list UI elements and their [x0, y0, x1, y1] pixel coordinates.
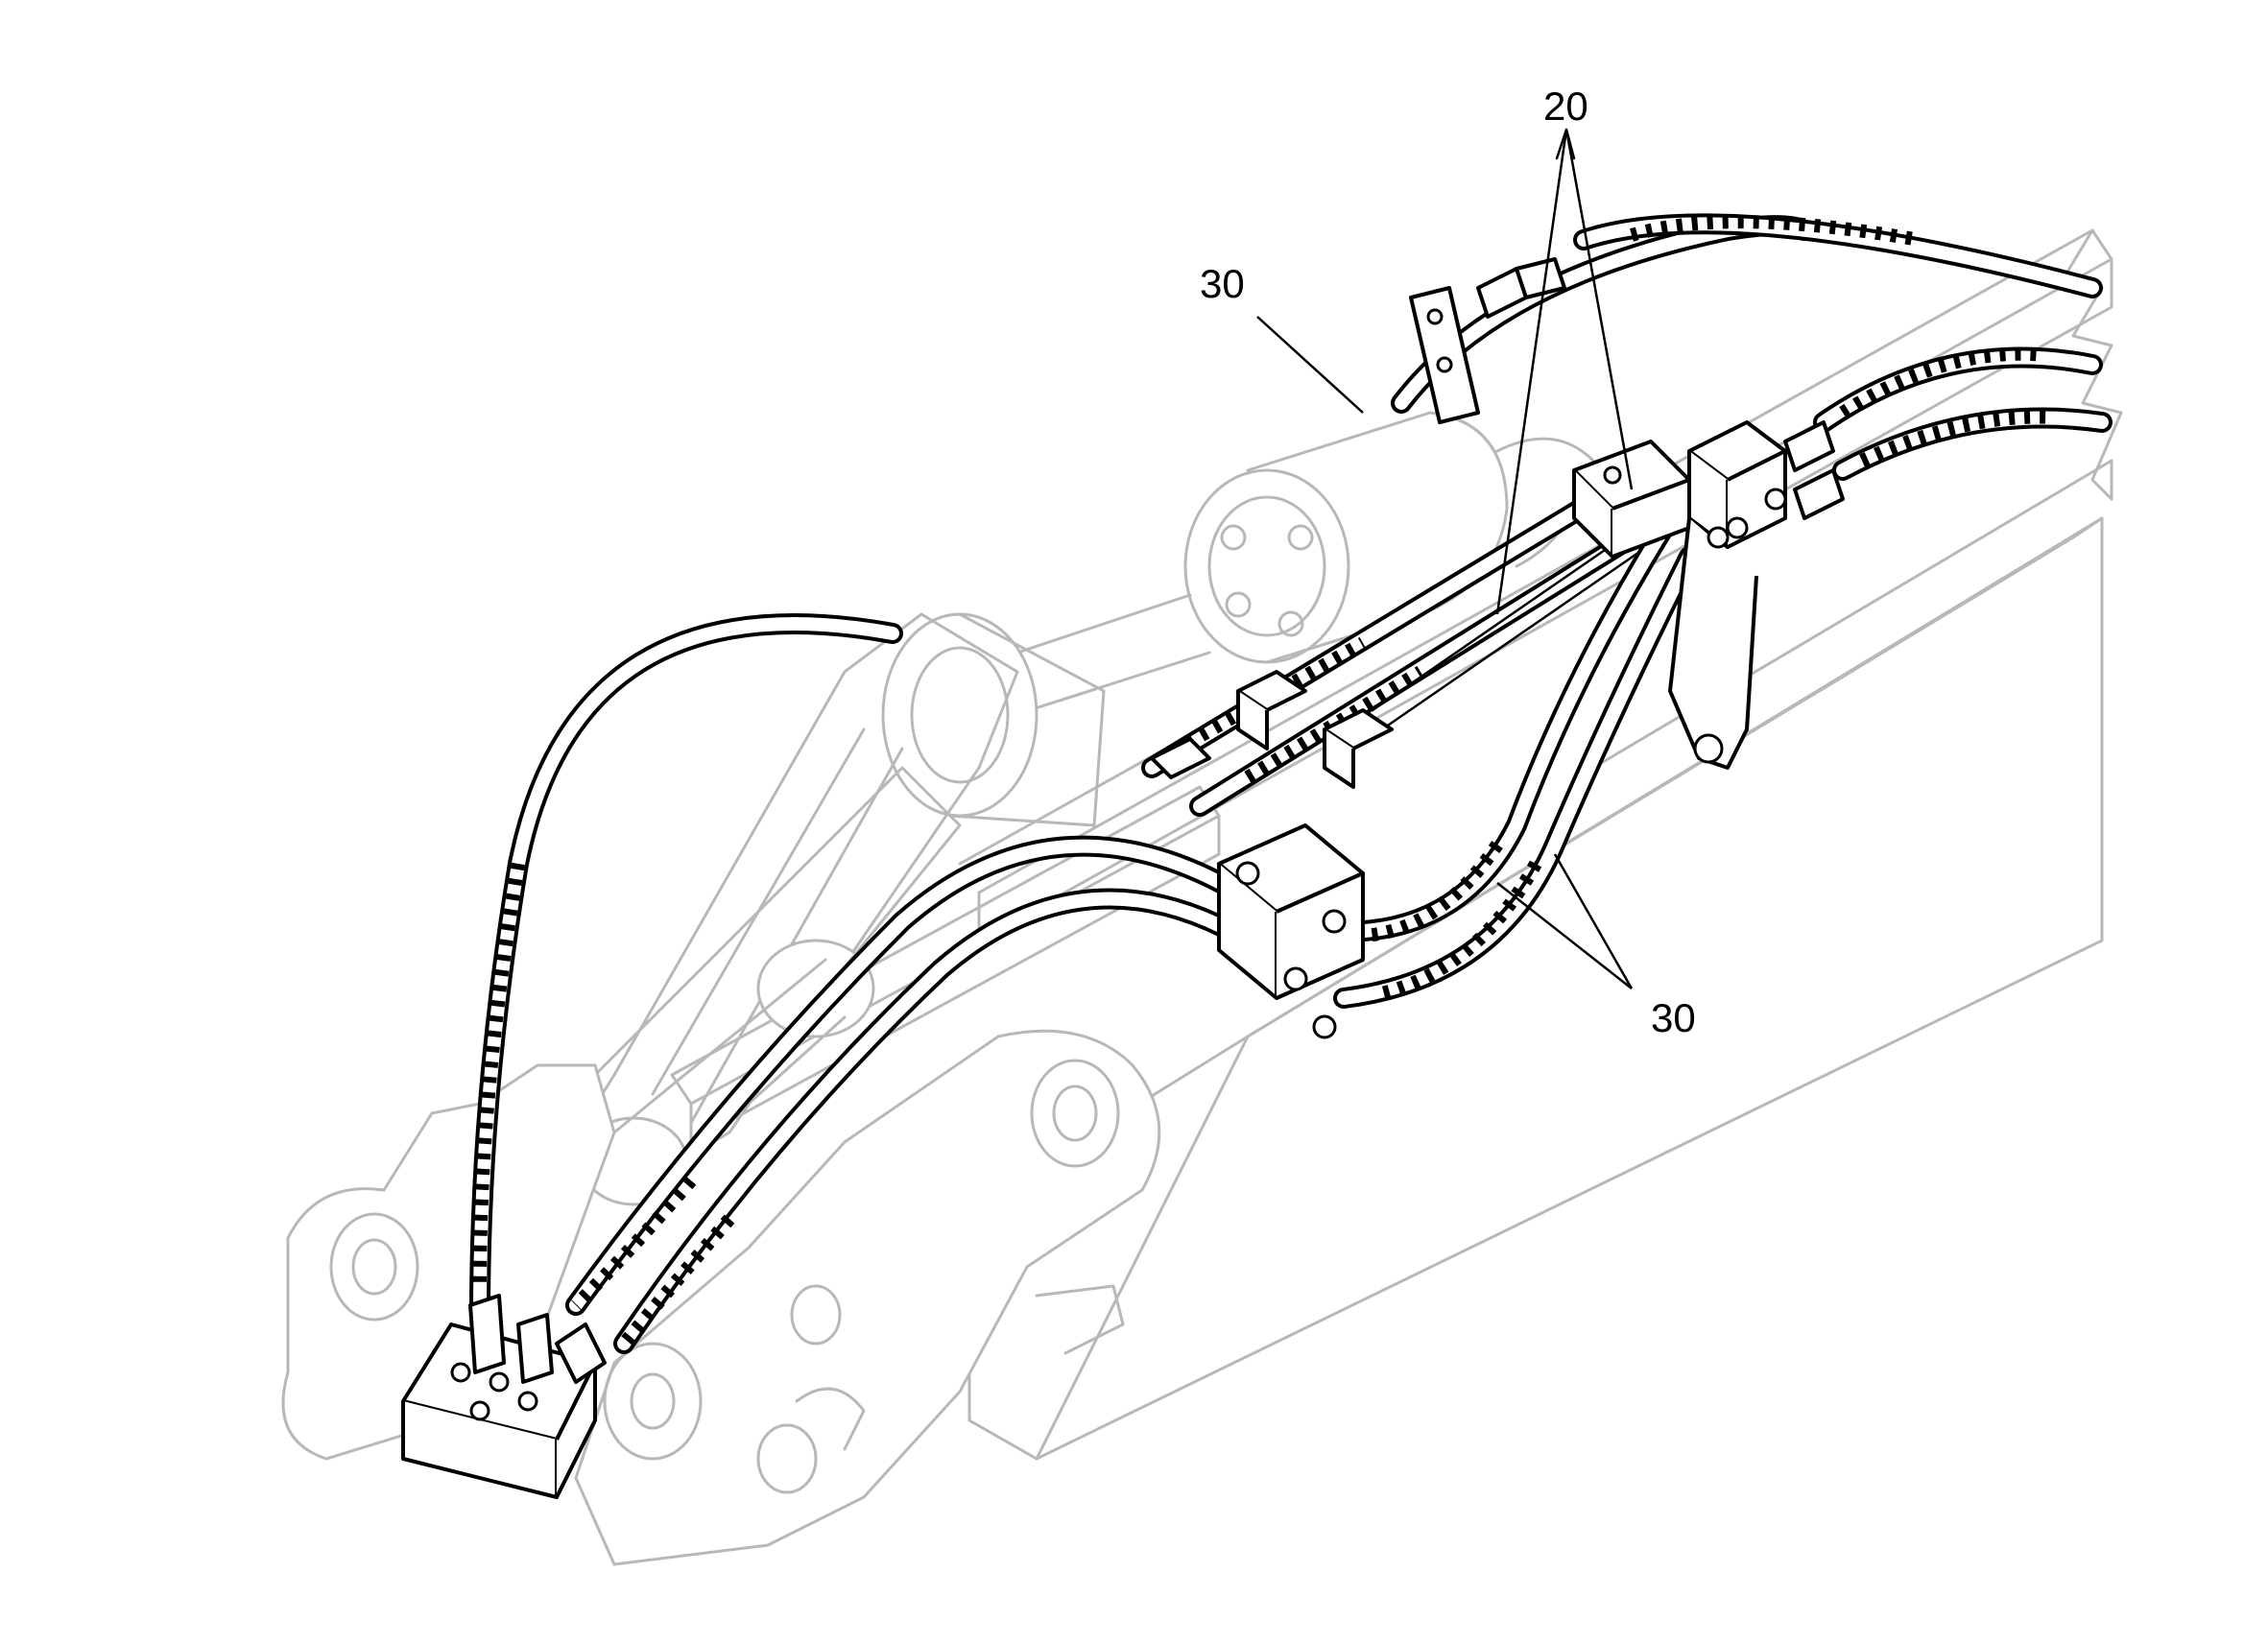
quick-coupler-ghost [281, 1029, 1161, 1566]
callout-30-top: 30 [1200, 261, 1245, 306]
mid-clamp-block [1217, 823, 1365, 1039]
upper-distribution-block [1409, 257, 1691, 559]
hose-group-center [1141, 479, 1662, 817]
callout-20: 20 [1543, 83, 1588, 129]
callout-30-bottom: 30 [1651, 995, 1696, 1040]
hydraulic-cylinder-ghost [881, 411, 1595, 827]
hose-group-left [469, 613, 1258, 1354]
leader-lines [1256, 128, 1634, 989]
right-clamp-block [1668, 420, 1845, 770]
boom-clamps [1150, 670, 1394, 789]
coupler-manifold [401, 1294, 607, 1499]
